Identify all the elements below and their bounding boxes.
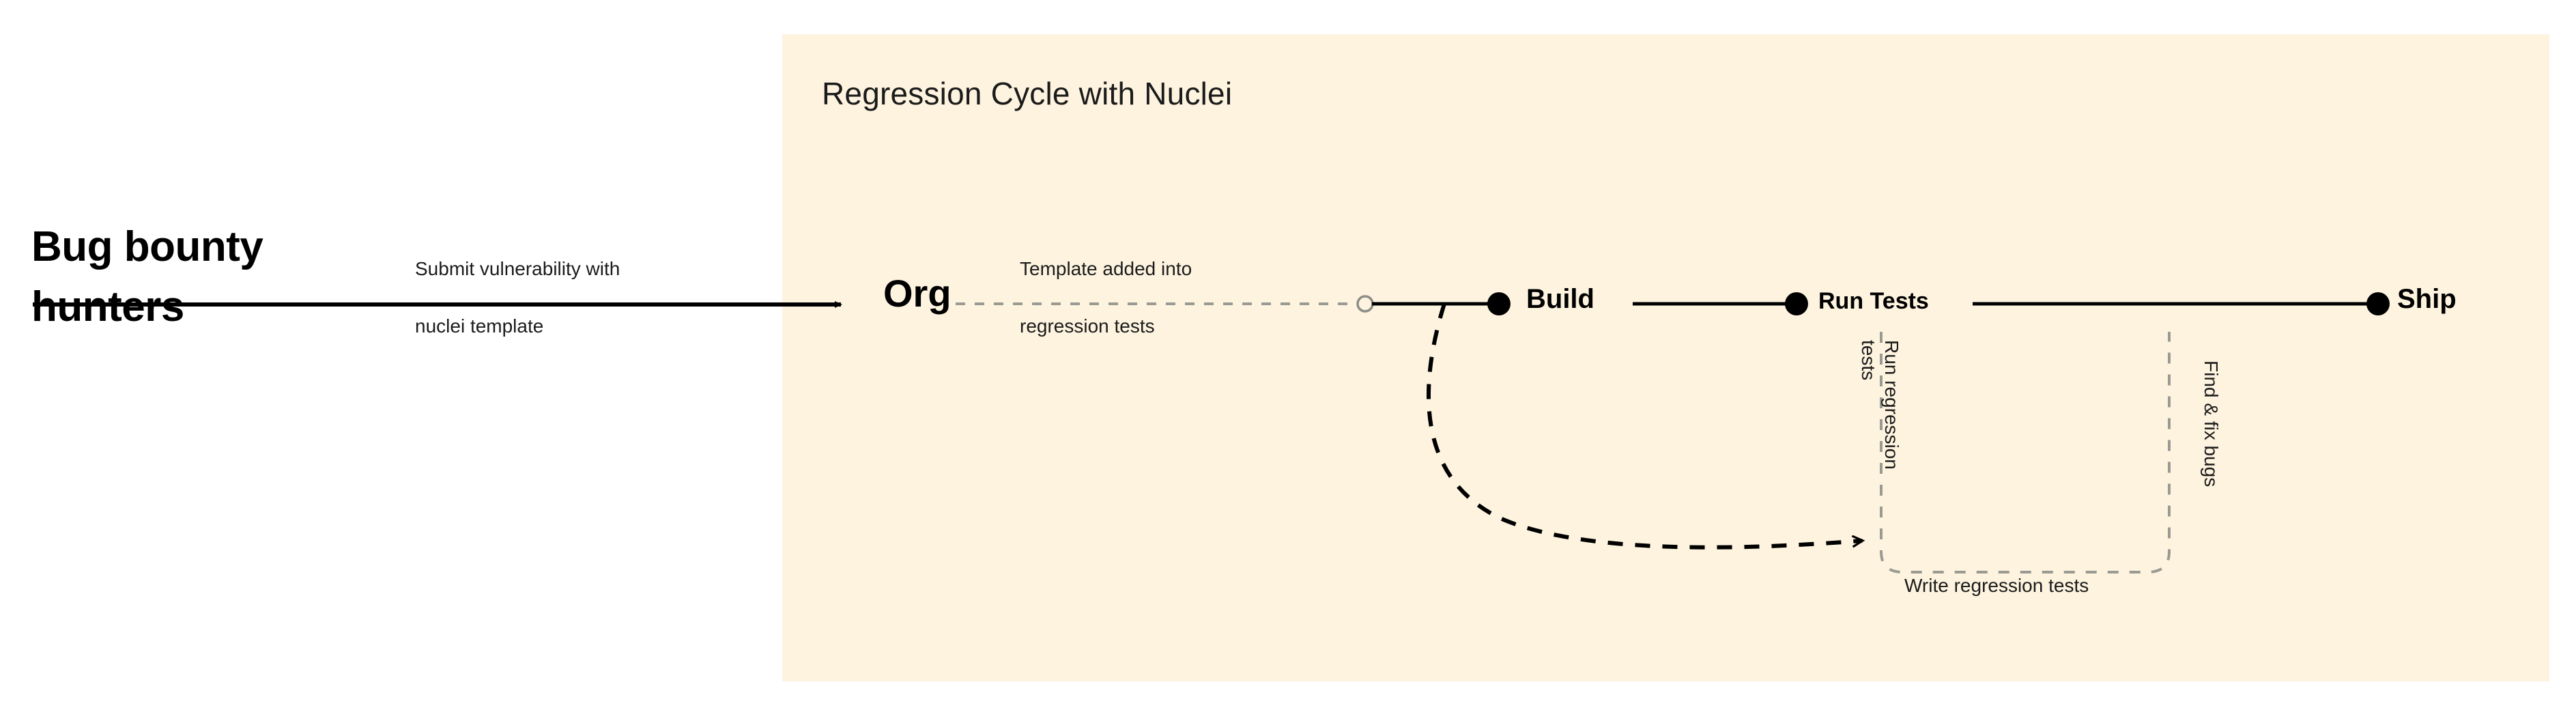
- node-label-ship: Ship: [2397, 284, 2457, 314]
- panel-title: Regression Cycle with Nuclei: [822, 76, 1233, 111]
- actor-heading: Bug bounty hunters: [31, 223, 263, 330]
- regression-cycle-panel: [782, 34, 2549, 681]
- submit-edge-label-line2: nuclei template: [415, 315, 544, 337]
- template-edge-label-line1: Template added into: [1020, 258, 1192, 279]
- submit-edge-label-line1: Submit vulnerability with: [415, 258, 620, 279]
- template-edge-label-line2: regression tests: [1020, 315, 1155, 337]
- run-regression-tests-label: Run regression tests: [1858, 340, 1902, 470]
- find-fix-bugs-label: Find & fix bugs: [2201, 360, 2222, 487]
- node-label-org: Org: [883, 272, 951, 315]
- node-label-build: Build: [1526, 284, 1594, 314]
- node-label-run-tests: Run Tests: [1818, 288, 1929, 314]
- write-regression-tests-label: Write regression tests: [1904, 575, 2089, 596]
